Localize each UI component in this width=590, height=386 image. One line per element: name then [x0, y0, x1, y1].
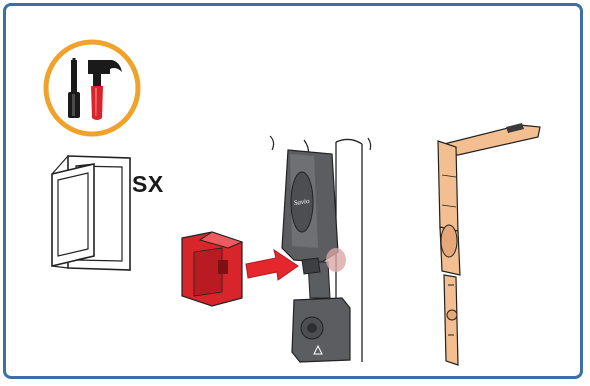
opening-side-label: SX	[132, 171, 164, 198]
hardware-assembly: Savio	[172, 132, 382, 368]
gear-hardware	[418, 115, 543, 370]
lock-body: Savio	[282, 150, 338, 262]
tools-badge	[42, 38, 142, 138]
red-clip	[182, 232, 242, 306]
window-icon	[48, 152, 133, 274]
lower-block	[292, 298, 350, 362]
